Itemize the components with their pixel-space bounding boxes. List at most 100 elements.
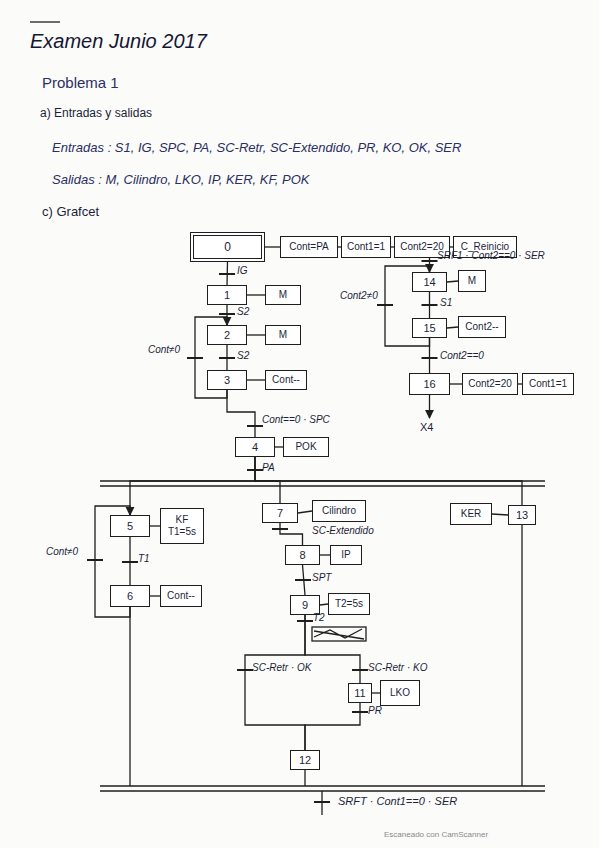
free-label: Entradas : S1, IG, SPC, PA, SC-Retr, SC-…: [52, 140, 461, 155]
node-text: 14: [423, 276, 435, 288]
free-label: SRFT · Cont1==0 · SER: [338, 795, 457, 807]
node-text: Cont1=1: [529, 378, 567, 390]
action-box: Cont=PA: [280, 236, 338, 258]
node-text: 2: [224, 329, 230, 341]
node-text: Cont2--: [465, 321, 498, 333]
node-text: M: [279, 289, 287, 301]
free-label: X4: [420, 421, 433, 433]
action-box: Cilindro: [312, 500, 366, 522]
action-box: Cont2=20: [462, 373, 518, 395]
transition-label: Cont2==0: [440, 350, 484, 361]
connector-line: [247, 334, 265, 335]
step-box: 2: [207, 325, 247, 345]
transition-tick: [422, 260, 438, 262]
node-text: IP: [341, 549, 350, 561]
action-box: M: [458, 270, 486, 292]
action-box: T2=5s: [328, 593, 370, 615]
connector-line: [280, 523, 303, 545]
step-box: 13: [508, 505, 536, 525]
step-box: 8: [285, 545, 320, 565]
step-box: 14: [412, 272, 447, 292]
action-box: IP: [330, 545, 362, 565]
transition-label: SC-Retr · KO: [368, 662, 427, 673]
node-text: 4: [252, 441, 258, 453]
transition-ticks: [87, 261, 438, 802]
node-text: M: [468, 275, 476, 287]
transition-label: PR: [368, 705, 382, 716]
step-box: 16: [409, 373, 450, 395]
action-box: Cont2--: [458, 316, 506, 338]
transition-label: Cont≠0: [46, 546, 78, 557]
connector-line: [320, 604, 328, 605]
connector-line: [226, 345, 227, 370]
step-box: 4: [235, 437, 275, 457]
connector-line: [255, 457, 280, 503]
connector-line: [447, 327, 458, 328]
node-text: M: [279, 329, 287, 341]
node-text: 1: [224, 289, 230, 301]
node-text: 15: [423, 322, 435, 334]
node-text: Cont--: [272, 374, 300, 386]
free-label: T2: [313, 612, 325, 623]
node-text: 0: [224, 241, 231, 253]
connector-line: [255, 457, 522, 505]
transition-label: S2: [237, 350, 249, 361]
node-text: KER: [461, 508, 482, 520]
connector-line: [429, 338, 430, 373]
connector-line: [150, 525, 160, 526]
connector-line: [245, 615, 305, 750]
connector-line: [372, 692, 380, 693]
connector-line: [247, 294, 265, 295]
branch-line: [304, 770, 305, 786]
transition-label: Cont2≠0: [340, 290, 378, 301]
connector-line: [447, 281, 458, 282]
node-text: 9: [302, 599, 308, 611]
scribble: [314, 629, 364, 639]
node-text: Cilindro: [322, 505, 356, 517]
node-text: Cont2=20: [468, 378, 512, 390]
free-label: Problema 1: [42, 74, 119, 91]
node-text: Cont--: [167, 590, 195, 602]
step-box: 3: [207, 370, 247, 390]
branch-line: [521, 525, 522, 786]
transition-label: S1: [440, 297, 452, 308]
node-text: 12: [299, 754, 311, 766]
step-box: 0: [190, 232, 265, 262]
node-text: Cont=PA: [289, 241, 329, 253]
node-text: 11: [354, 687, 365, 699]
action-box: KFT1=5s: [160, 508, 204, 544]
step-box: 7: [262, 503, 298, 523]
action-box: Cont--: [160, 585, 202, 607]
branch-line: [129, 607, 130, 786]
crossed-box: [312, 627, 366, 641]
action-box: M: [265, 285, 301, 305]
connector-line: [247, 379, 265, 380]
node-text: 16: [423, 378, 435, 390]
jump-arrow: [429, 395, 430, 418]
free-label: c) Grafcet: [42, 204, 99, 219]
action-box: Cont--: [265, 370, 307, 390]
free-label: Salidas : M, Cilindro, LKO, IP, KER, KF,…: [52, 172, 309, 187]
connector-line: [429, 292, 430, 318]
node-text: T1=5s: [168, 526, 196, 538]
transition-label: T1: [138, 553, 150, 564]
connector-line: [305, 703, 360, 750]
connector-line: [150, 595, 160, 596]
transition-label: SC-Retr · OK: [252, 662, 311, 673]
connector-line: [298, 511, 312, 513]
node-text: 7: [277, 507, 283, 519]
node-text: 5: [127, 520, 133, 532]
parallel-bar: [100, 785, 545, 786]
step-box: 6: [110, 585, 150, 607]
transition-label: IG: [237, 265, 248, 276]
transition-label: SC-Extendido: [312, 525, 374, 536]
free-label: Escaneado con CamScanner: [384, 830, 488, 839]
transition-label: SPT: [312, 572, 331, 583]
header-stroke: [30, 21, 60, 22]
action-box: LKO: [380, 680, 420, 706]
page-title: Examen Junio 2017: [30, 30, 207, 53]
transition-label: PA: [262, 462, 275, 473]
transition-label: Cont≠0: [148, 344, 180, 355]
action-box: Cont1=1: [341, 236, 391, 258]
